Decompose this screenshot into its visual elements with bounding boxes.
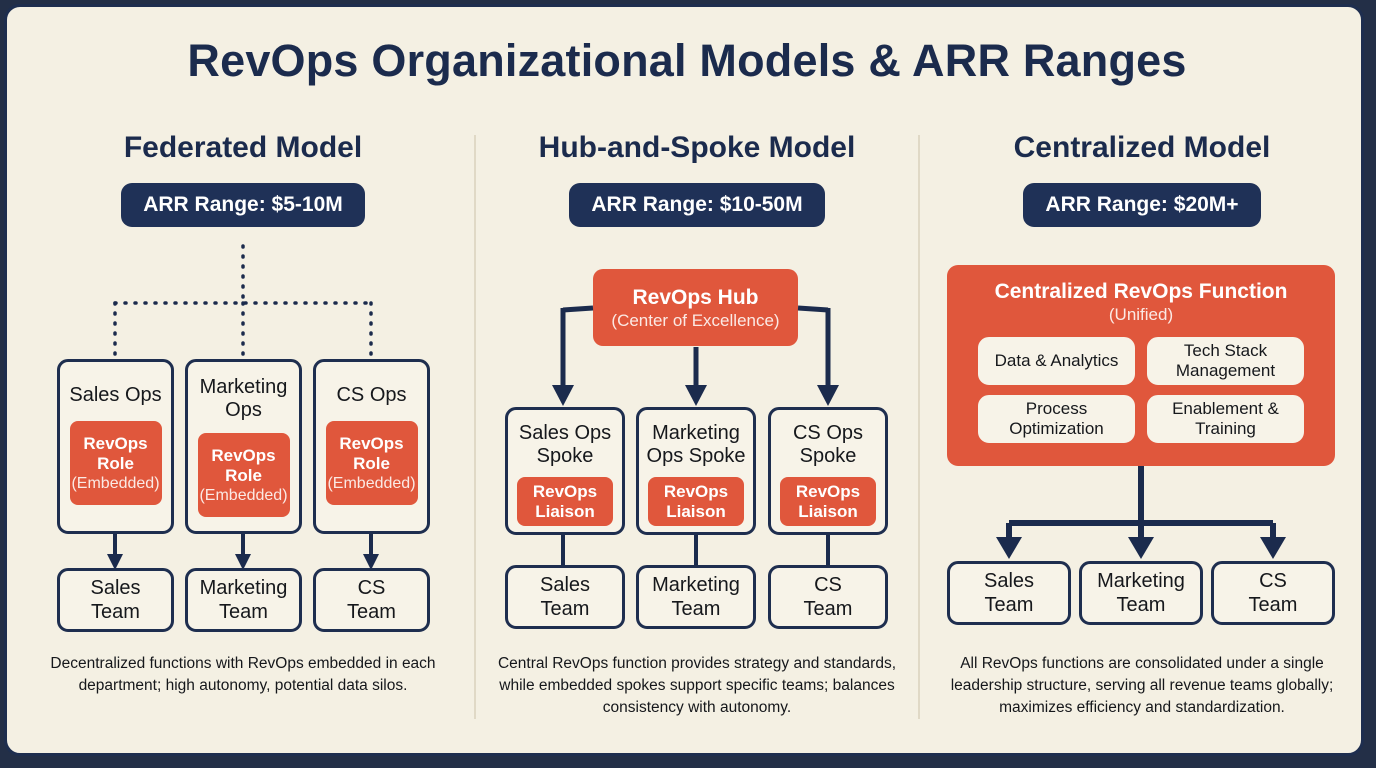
arr-badge-centralized: ARR Range: $20M+ <box>1023 183 1261 227</box>
liaison-line-1: RevOps <box>532 481 598 501</box>
function-card-data-analytics: Data & Analytics <box>978 337 1135 385</box>
team-label: CS Team <box>347 577 396 623</box>
spoke-title: Marketing Ops Spoke <box>646 422 746 467</box>
hub-line-1: RevOps Hub <box>632 285 759 309</box>
column-divider-2 <box>918 135 920 719</box>
liaison-badge: RevOps Liaison <box>780 477 876 526</box>
role-line-2: Role <box>353 453 390 473</box>
team-box-sales: Sales Team <box>57 568 174 632</box>
column-title-federated: Federated Model <box>123 131 363 164</box>
dept-title: Marketing Ops <box>199 376 288 421</box>
function-card-process-optimization: Process Optimization <box>978 395 1135 443</box>
caption-hub-and-spoke: Central RevOps function provides strateg… <box>497 655 897 716</box>
team-label: CS Team <box>803 574 853 620</box>
team-box-marketing: Marketing Team <box>185 568 302 632</box>
column-title-centralized: Centralized Model <box>1013 131 1271 164</box>
dept-title: CS Ops <box>336 384 407 406</box>
function-card-tech-stack-management: Tech Stack Management <box>1147 337 1304 385</box>
function-label: Tech Stack Management <box>1175 341 1276 380</box>
team-label: Sales Team <box>983 570 1035 616</box>
centralized-function-box: Centralized RevOps Function (Unified) Da… <box>947 265 1335 466</box>
function-card-grid: Data & Analytics Tech Stack Management P… <box>978 337 1304 443</box>
team-box-marketing: Marketing Team <box>636 565 756 629</box>
role-line-1: RevOps <box>339 433 404 453</box>
liaison-line-2: Liaison <box>666 501 726 521</box>
connectors-centralized <box>996 466 1286 559</box>
role-line-2: Role <box>97 453 134 473</box>
function-label: Process Optimization <box>1009 399 1104 438</box>
spoke-title: CS Ops Spoke <box>792 422 864 467</box>
function-card-enablement-training: Enablement & Training <box>1147 395 1304 443</box>
revops-hub-box: RevOps Hub (Center of Excellence) <box>593 269 798 346</box>
spoke-box-cs-ops: CS Ops Spoke RevOps Liaison <box>768 407 888 535</box>
team-box-sales: Sales Team <box>947 561 1071 625</box>
team-box-marketing: Marketing Team <box>1079 561 1203 625</box>
column-centralized: Centralized Model ARR Range: $20M+ Centr… <box>921 131 1361 751</box>
dept-title: Sales Ops <box>69 384 162 406</box>
team-label: Marketing Team <box>199 577 288 623</box>
team-label: Sales Team <box>539 574 591 620</box>
centralized-line-1: Centralized RevOps Function <box>994 280 1288 303</box>
embedded-role-badge: RevOps Role (Embedded) <box>197 433 290 517</box>
connectors-hub-and-spoke <box>552 305 839 565</box>
liaison-badge: RevOps Liaison <box>517 477 613 526</box>
caption-federated: Decentralized functions with RevOps embe… <box>50 655 436 694</box>
liaison-line-1: RevOps <box>795 481 861 501</box>
spoke-box-marketing-ops: Marketing Ops Spoke RevOps Liaison <box>636 407 756 535</box>
liaison-line-2: Liaison <box>535 501 595 521</box>
dept-box-marketing-ops: Marketing Ops RevOps Role (Embedded) <box>185 359 302 534</box>
dept-box-sales-ops: Sales Ops RevOps Role (Embedded) <box>57 359 174 534</box>
page-title: RevOps Organizational Models & ARR Range… <box>187 35 1187 86</box>
connectors-federated <box>107 244 379 570</box>
role-line-2: Role <box>225 465 262 485</box>
dept-box-cs-ops: CS Ops RevOps Role (Embedded) <box>313 359 430 534</box>
arr-badge-hub-and-spoke: ARR Range: $10-50M <box>569 183 825 227</box>
embedded-role-badge: RevOps Role (Embedded) <box>69 421 162 505</box>
team-box-cs: CS Team <box>313 568 430 632</box>
team-box-sales: Sales Team <box>505 565 625 629</box>
liaison-line-1: RevOps <box>663 481 729 501</box>
team-label: CS Team <box>1248 570 1298 616</box>
hub-line-2: (Center of Excellence) <box>611 310 780 330</box>
centralized-line-2: (Unified) <box>1108 305 1174 324</box>
spoke-box-sales-ops: Sales Ops Spoke RevOps Liaison <box>505 407 625 535</box>
column-title-hub-and-spoke: Hub-and-Spoke Model <box>538 131 856 164</box>
role-line-1: RevOps <box>211 445 276 465</box>
embedded-role-badge: RevOps Role (Embedded) <box>325 421 418 505</box>
function-label: Data & Analytics <box>994 351 1119 370</box>
team-label: Marketing Team <box>652 574 740 620</box>
arr-badge-federated: ARR Range: $5-10M <box>121 183 365 227</box>
caption-centralized: All RevOps functions are consolidated un… <box>950 655 1334 716</box>
team-label: Marketing Team <box>1097 570 1185 616</box>
liaison-badge: RevOps Liaison <box>648 477 744 526</box>
role-line-3: (Embedded) <box>71 474 160 492</box>
column-hub-and-spoke: Hub-and-Spoke Model ARR Range: $10-50M R… <box>477 131 917 751</box>
team-box-cs: CS Team <box>768 565 888 629</box>
role-line-3: (Embedded) <box>327 474 416 492</box>
team-box-cs: CS Team <box>1211 561 1335 625</box>
liaison-line-2: Liaison <box>798 501 858 521</box>
role-line-1: RevOps <box>83 433 148 453</box>
column-federated: Federated Model ARR Range: $5-10M <box>15 131 471 751</box>
spoke-title: Sales Ops Spoke <box>518 422 612 467</box>
diagram-frame: RevOps Organizational Models & ARR Range… <box>4 4 1364 756</box>
column-divider-1 <box>474 135 476 719</box>
function-label: Enablement & Training <box>1172 399 1279 438</box>
role-line-3: (Embedded) <box>199 486 288 504</box>
team-label: Sales Team <box>90 577 141 623</box>
